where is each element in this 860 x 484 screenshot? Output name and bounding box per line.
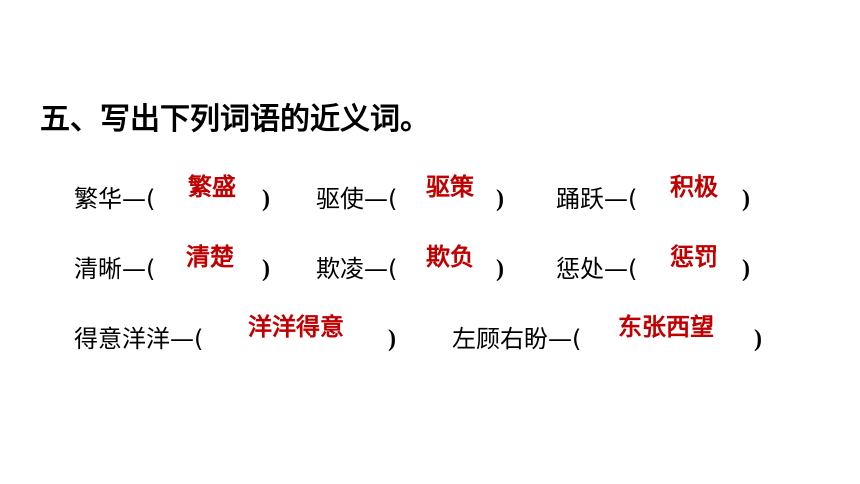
item-close-paren: ) [754,326,762,352]
item-answer: 繁盛 [188,173,236,201]
item-word: 得意洋洋—( [74,325,204,353]
item-answer: 惩罚 [670,243,718,271]
item-close-paren: ) [262,186,270,212]
item-close-paren: ) [496,186,504,212]
item-answer: 洋洋得意 [248,313,344,341]
item-answer: 积极 [670,173,718,201]
item-word: 踊跃—( [556,185,638,213]
item-word: 欺凌—( [316,255,398,283]
item-close-paren: ) [742,186,750,212]
item-close-paren: ) [388,326,396,352]
item-close-paren: ) [262,256,270,282]
item-close-paren: ) [742,256,750,282]
item-answer: 东张西望 [618,313,714,341]
item-close-paren: ) [496,256,504,282]
item-word: 清晰—( [74,255,156,283]
item-word: 驱使—( [316,185,398,213]
item-word: 左顾右盼—( [452,325,582,353]
item-answer: 欺负 [426,243,474,271]
exercise-heading: 五、写出下列词语的近义词。 [40,102,430,137]
item-answer: 清楚 [186,243,234,271]
item-word: 繁华—( [74,185,156,213]
item-word: 惩处—( [556,255,638,283]
item-answer: 驱策 [426,173,474,201]
